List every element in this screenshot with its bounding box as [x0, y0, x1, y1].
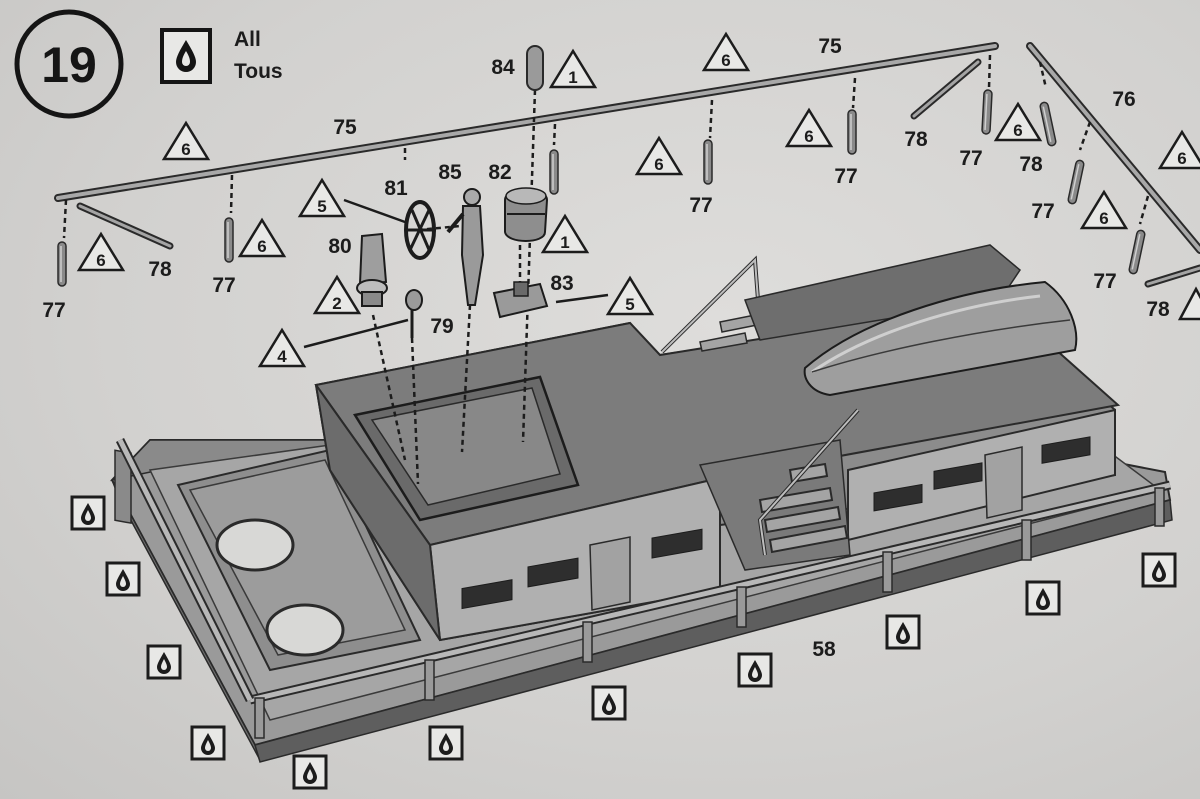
boat-hull: [109, 244, 1173, 763]
glue-drop-icon: [105, 561, 141, 597]
label-79: 79: [430, 315, 453, 338]
glue-drop-icon: [292, 754, 328, 790]
label-77: 77: [212, 274, 235, 297]
triangle-label: 6: [654, 155, 663, 174]
label-77: 77: [42, 299, 65, 322]
triangle-label: 4: [277, 347, 287, 366]
glue-drop-icon: [1141, 552, 1177, 588]
glue-drop-icon: [70, 495, 106, 531]
label-83: 83: [550, 272, 573, 295]
triangle-label: 6: [1099, 209, 1108, 228]
label-78: 78: [1146, 298, 1170, 321]
triangle-label: 1: [560, 233, 569, 252]
step-circle: [14, 9, 124, 119]
label-58: 58: [812, 638, 836, 661]
label-82: 82: [488, 161, 511, 184]
label-77: 77: [689, 194, 712, 217]
label-76: 76: [1112, 88, 1135, 111]
label-85: 85: [438, 161, 462, 184]
legend-line-1: All: [234, 28, 261, 51]
leader-lines: [303, 198, 609, 349]
mast-84: [526, 45, 544, 91]
label-77: 77: [1031, 200, 1054, 223]
step-number: 19: [41, 37, 97, 93]
part-labels: 75 75 76 84 85 82 81 80 83 79 77 78 77 7…: [42, 35, 1170, 661]
triangle-label: 6: [804, 127, 813, 146]
triangle-label: 6: [721, 51, 730, 70]
label-77: 77: [959, 147, 982, 170]
wheel-81: [404, 200, 436, 260]
triangle-label: 6: [96, 251, 105, 270]
glue-drop-icon: [737, 652, 773, 688]
dinghy: [803, 280, 1078, 397]
base-83: [492, 281, 549, 319]
label-78: 78: [904, 128, 928, 151]
label-77: 77: [834, 165, 857, 188]
legend-line-2: Tous: [234, 60, 283, 83]
triangle-label: 6: [181, 140, 190, 159]
step-header: 19 All Tous: [14, 9, 283, 119]
label-77: 77: [1093, 270, 1116, 293]
glue-drop-icon: [885, 614, 921, 650]
triangle-label: 6: [1177, 149, 1186, 168]
triangle-label: 1: [568, 68, 577, 87]
label-84: 84: [491, 56, 515, 79]
glue-legend-icon: [160, 28, 212, 84]
figure-85: [446, 188, 485, 306]
label-78: 78: [148, 258, 172, 281]
rails: [54, 42, 1200, 254]
ventilator-80: [356, 232, 388, 307]
triangle-label: 2: [332, 294, 341, 313]
glue-drop-icon: [591, 685, 627, 721]
label-81: 81: [384, 177, 408, 200]
label-75: 75: [333, 116, 357, 139]
glue-drop-icon: [190, 725, 226, 761]
step-triangles: 6 6 6 6 6 6 6 6 6 5 5 4 2 1 1: [77, 32, 1200, 368]
horn-79: [405, 289, 423, 338]
braces-78: [76, 58, 1200, 288]
glue-drop-icon: [1025, 580, 1061, 616]
label-75: 75: [818, 35, 842, 58]
triangle-label: 6: [1013, 121, 1022, 140]
triangle-label: 6: [257, 237, 266, 256]
assembly-guides: [62, 54, 1150, 485]
label-80: 80: [328, 235, 351, 258]
triangle-label: 5: [625, 295, 634, 314]
light-82: [504, 187, 549, 242]
label-78: 78: [1019, 153, 1043, 176]
glue-drop-icon: [146, 644, 182, 680]
triangle-label: 5: [317, 197, 326, 216]
glue-drop-icon: [428, 725, 464, 761]
